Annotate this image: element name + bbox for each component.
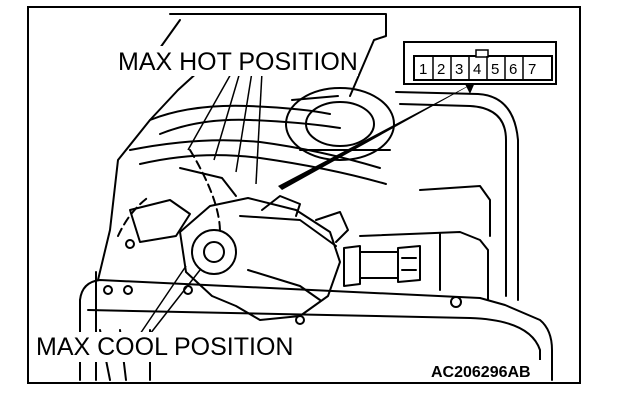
pin-label: 5 (491, 61, 499, 78)
connector-pin-diagram: 1 2 3 4 5 6 7 (403, 41, 557, 85)
label-leader-lines (139, 71, 263, 335)
max-hot-position-label: MAX HOT POSITION (118, 48, 358, 76)
connector-pointer-arrow (278, 82, 476, 190)
reference-code: AC206296AB (431, 364, 531, 381)
max-cool-position-label: MAX COOL POSITION (36, 333, 293, 361)
pin-label: 3 (455, 61, 463, 78)
pin-label: 6 (509, 61, 517, 78)
pin-label: 7 (528, 61, 536, 78)
pin-label: 2 (437, 61, 445, 78)
figure-frame (27, 6, 581, 384)
pin-label: 1 (419, 61, 427, 78)
pin-label: 4 (473, 61, 481, 78)
